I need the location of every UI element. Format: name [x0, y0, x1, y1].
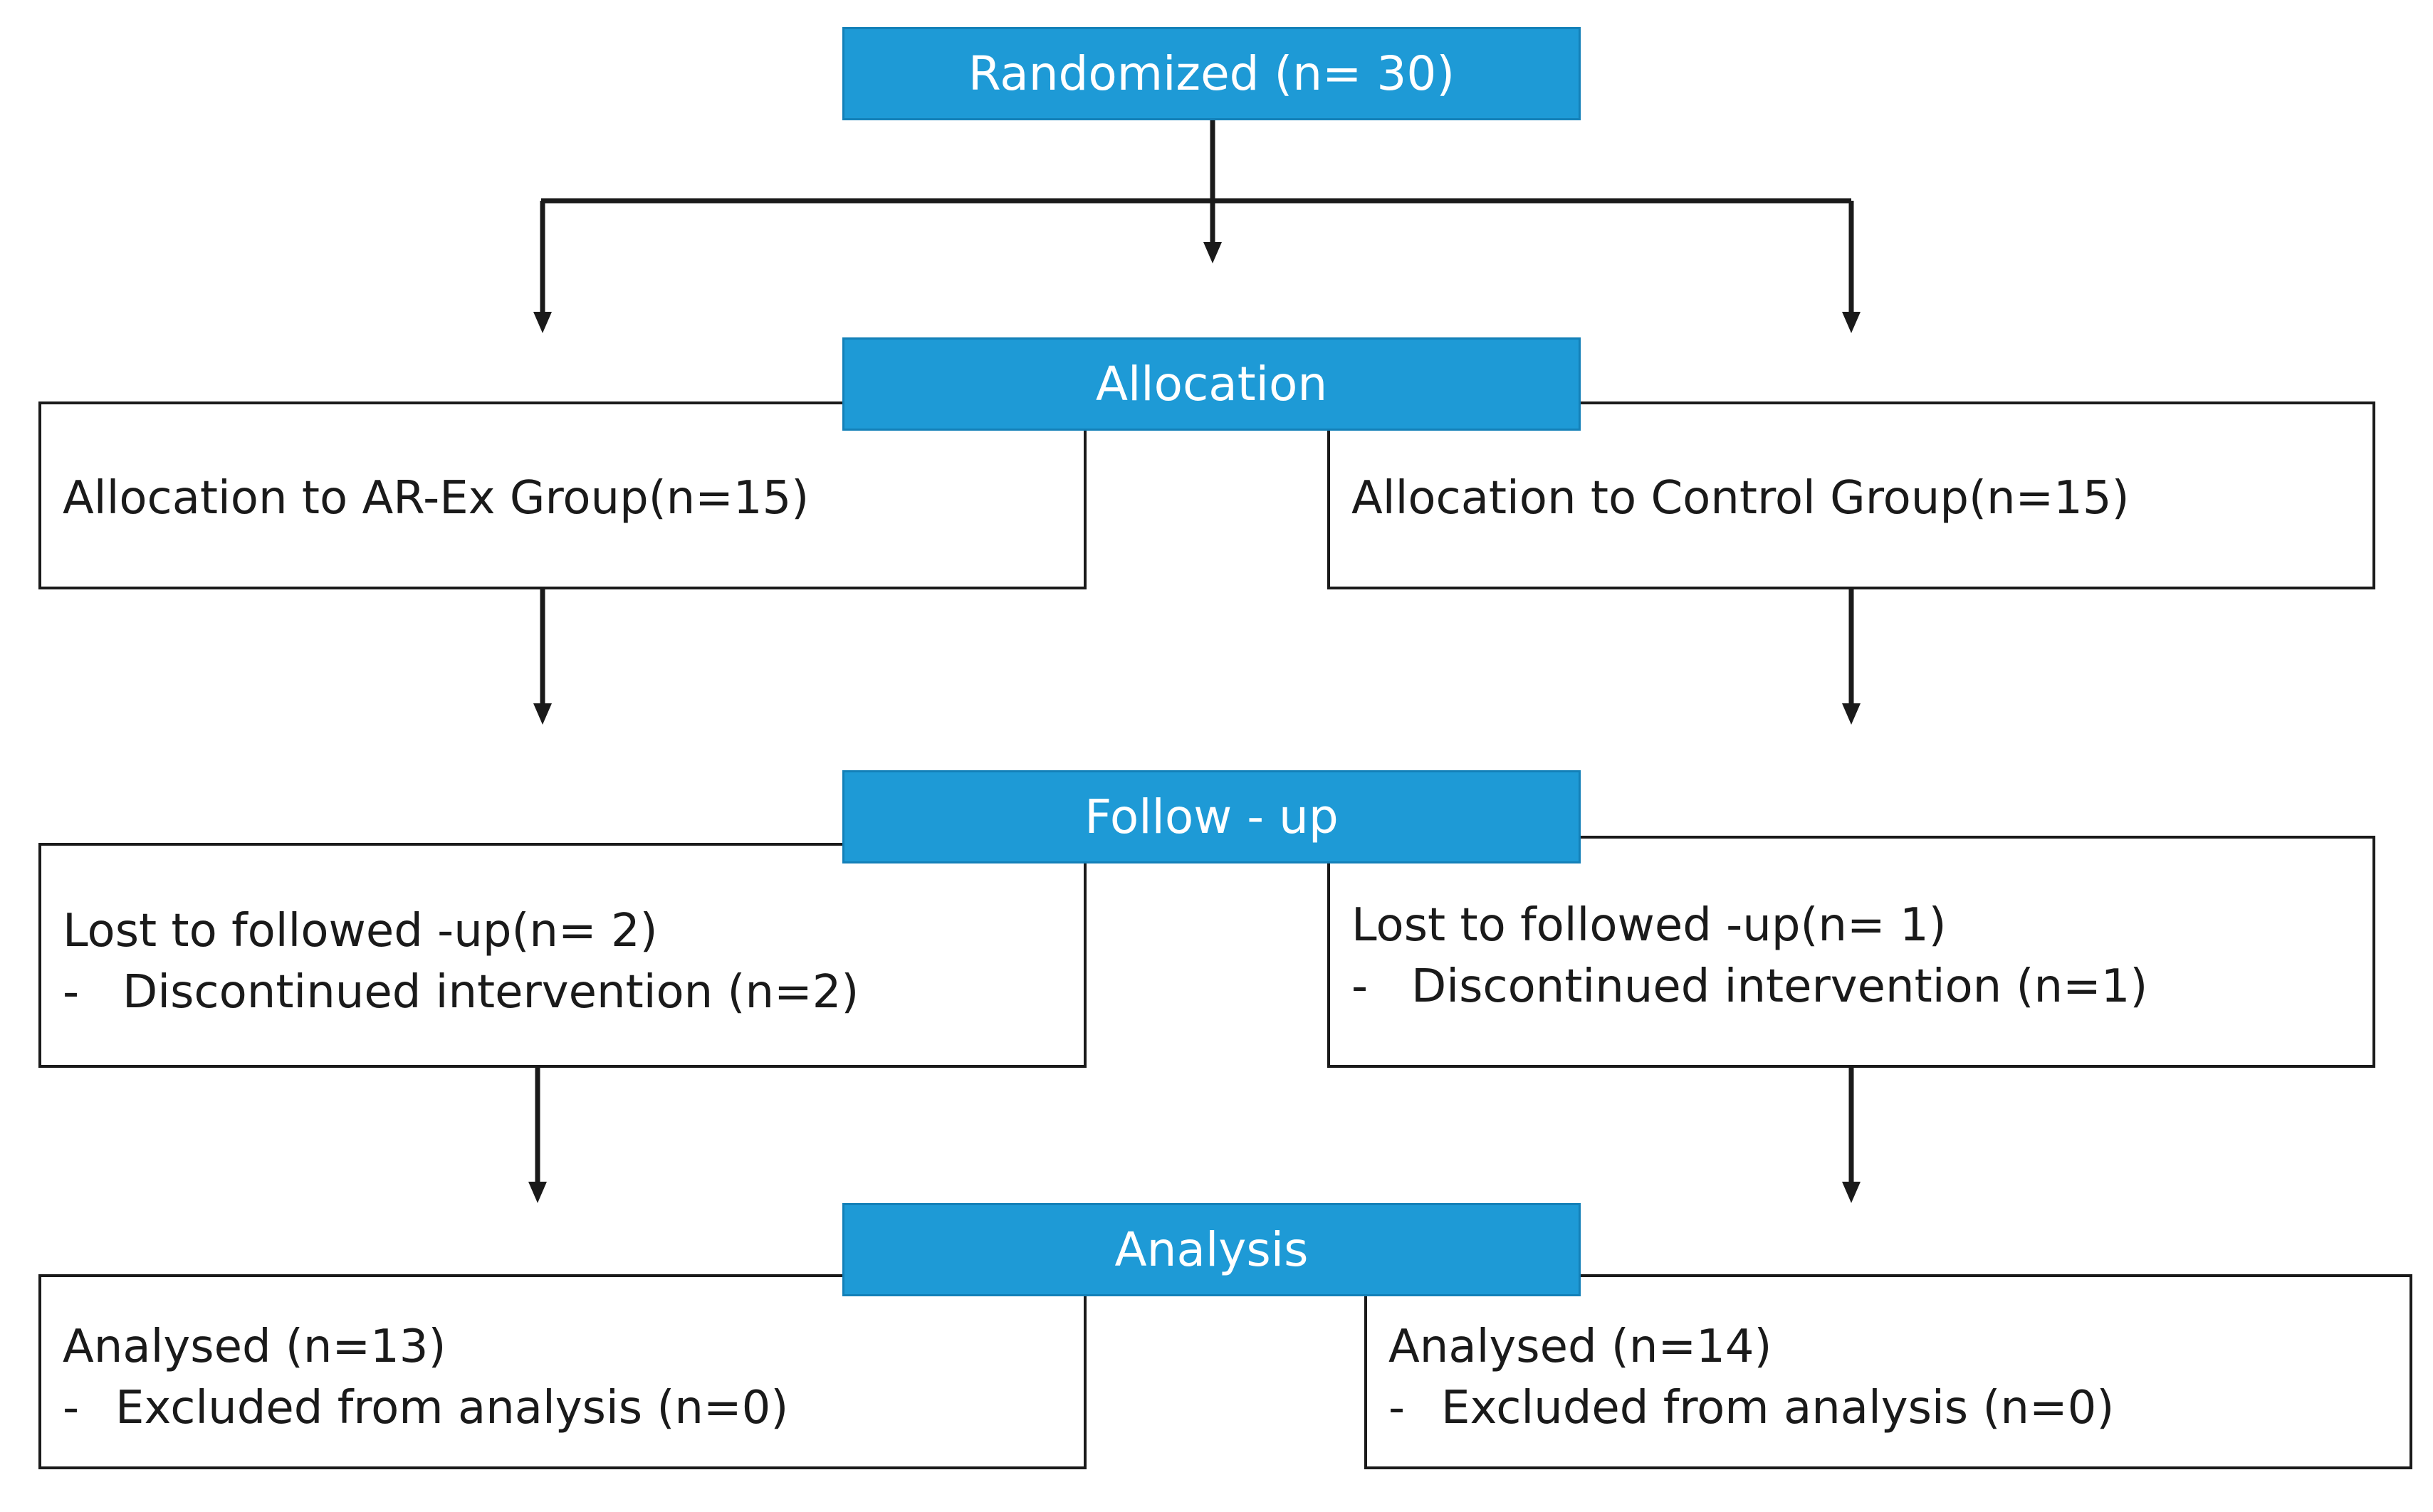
- arrowhead-right-2: [1842, 703, 1861, 725]
- followup-right-detail-line: -Discontinued intervention (n=1): [1351, 964, 2147, 1009]
- analysis-left-title: Analysed (n=13): [63, 1321, 446, 1373]
- analysis-header-label: Analysis: [1114, 1222, 1309, 1277]
- analysis-header: Analysis: [842, 1203, 1581, 1296]
- followup-left-detail-line: -Discontinued intervention (n=2): [63, 970, 859, 1015]
- followup-right-detail-marker: -: [1351, 960, 1369, 1013]
- followup-left-detail-marker: -: [63, 966, 80, 1019]
- followup-right-title: Lost to followed -up(n= 1): [1351, 899, 1947, 952]
- arrowhead-left-3: [528, 1182, 547, 1203]
- followup-left-detail: Discontinued intervention (n=2): [122, 966, 859, 1019]
- allocation-right-title: Allocation to Control Group(n=15): [1351, 472, 2130, 525]
- allocation-left-title: Allocation to AR-Ex Group(n=15): [63, 472, 810, 525]
- followup-right-detail: Discontinued intervention (n=1): [1411, 960, 2148, 1013]
- analysis-right-detail: Excluded from analysis (n=0): [1441, 1382, 2115, 1434]
- arrowhead-left-2: [533, 703, 552, 725]
- followup-header: Follow - up: [842, 770, 1581, 863]
- randomized-label: Randomized (n= 30): [968, 46, 1455, 101]
- arrowhead-left-1: [533, 312, 552, 333]
- analysis-right-title: Analysed (n=14): [1388, 1321, 1772, 1373]
- analysis-right-box: Analysed (n=14) -Excluded from analysis …: [1364, 1274, 2412, 1469]
- arrowhead-right-3: [1842, 1182, 1861, 1203]
- analysis-left-box: Analysed (n=13) -Excluded from analysis …: [38, 1274, 1087, 1469]
- analysis-right-detail-line: -Excluded from analysis (n=0): [1388, 1385, 2114, 1431]
- allocation-left-box: Allocation to AR-Ex Group(n=15): [38, 401, 1087, 589]
- arrowhead-center: [1203, 242, 1222, 263]
- followup-right-box: Lost to followed -up(n= 1) -Discontinued…: [1327, 836, 2375, 1068]
- arrowhead-right-1: [1842, 312, 1861, 333]
- followup-left-title: Lost to followed -up(n= 2): [63, 905, 658, 957]
- analysis-right-detail-marker: -: [1388, 1382, 1406, 1434]
- allocation-header: Allocation: [842, 337, 1581, 431]
- analysis-left-detail-marker: -: [63, 1382, 80, 1434]
- allocation-right-box: Allocation to Control Group(n=15): [1327, 401, 2375, 589]
- analysis-left-detail: Excluded from analysis (n=0): [115, 1382, 789, 1434]
- followup-left-box: Lost to followed -up(n= 2) -Discontinued…: [38, 843, 1087, 1068]
- randomized-header: Randomized (n= 30): [842, 27, 1581, 120]
- analysis-left-detail-line: -Excluded from analysis (n=0): [63, 1385, 788, 1431]
- followup-header-label: Follow - up: [1084, 789, 1339, 844]
- allocation-header-label: Allocation: [1095, 357, 1328, 411]
